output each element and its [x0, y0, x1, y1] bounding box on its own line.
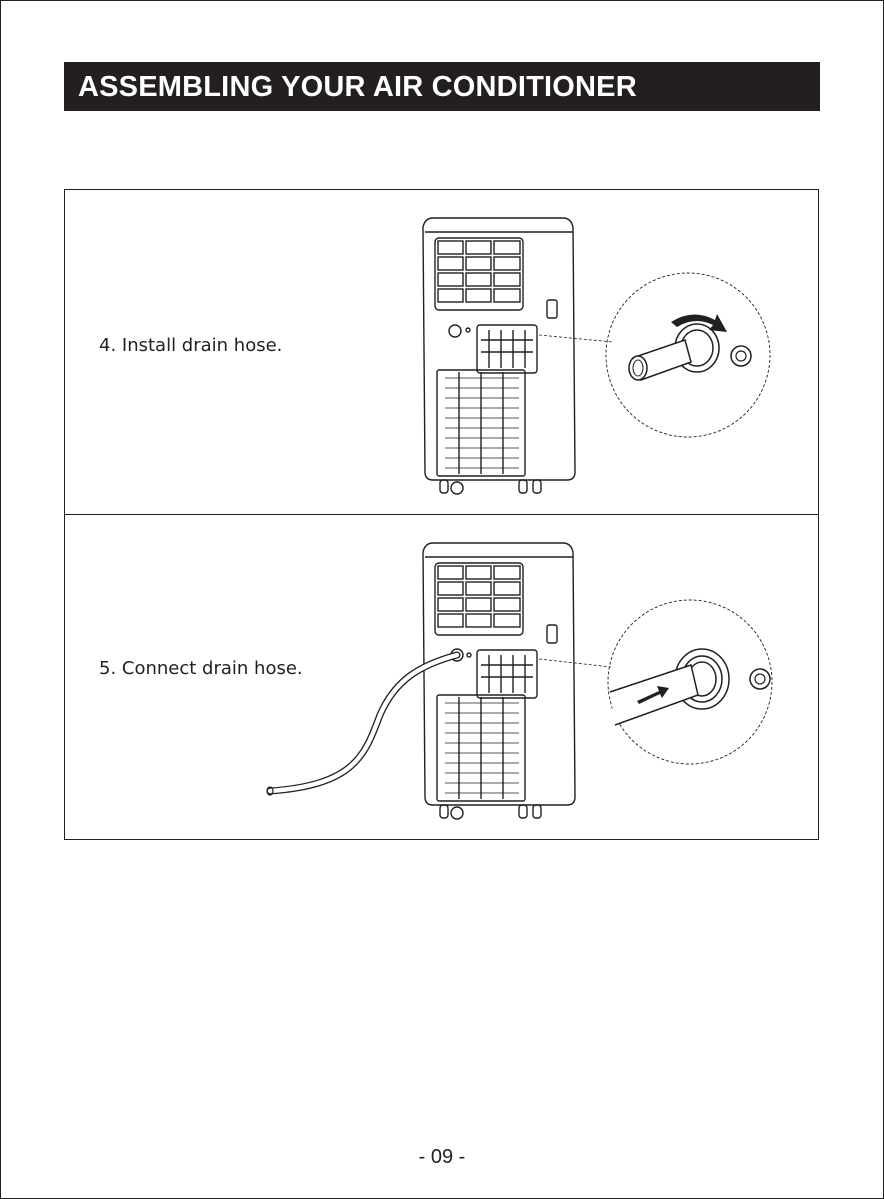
page-number: - 09 - — [0, 1146, 884, 1169]
drain-hose-icon — [267, 655, 457, 795]
air-conditioner-unit-icon — [423, 218, 575, 494]
air-conditioner-illustration — [65, 190, 818, 514]
step-panel-connect-drain-hose: 5. Connect drain hose. — [64, 514, 819, 840]
hose-connection-detail-icon — [608, 600, 772, 764]
leader-line — [539, 659, 611, 667]
section-title-bar: ASSEMBLING YOUR AIR CONDITIONER — [64, 62, 820, 111]
drain-hose-detail-icon — [606, 273, 770, 437]
air-conditioner-unit-icon — [423, 543, 575, 819]
leader-line — [539, 335, 613, 342]
page-title: ASSEMBLING YOUR AIR CONDITIONER — [78, 71, 637, 104]
step-panel-install-drain-hose: 4. Install drain hose. — [64, 189, 819, 515]
air-conditioner-illustration — [65, 515, 818, 839]
